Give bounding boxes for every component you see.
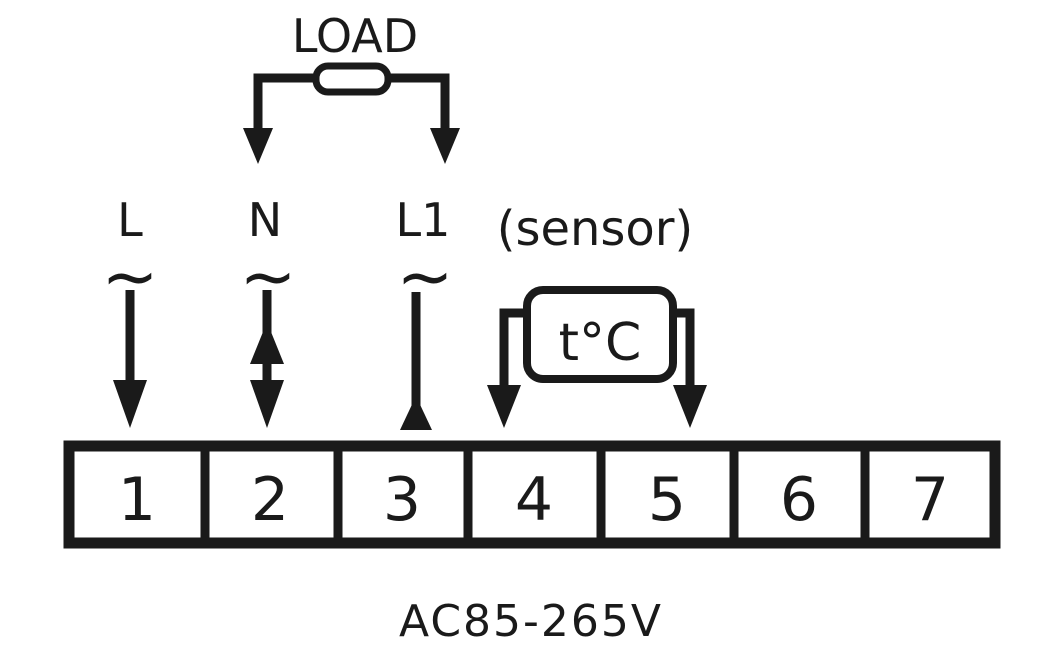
line-label: L	[117, 193, 143, 247]
line-out-wire	[400, 292, 432, 430]
terminal-2-label: 2	[251, 465, 289, 535]
voltage-label: AC85-265V	[399, 596, 663, 647]
line-arrow-down	[113, 380, 147, 428]
neutral-arrow-up	[250, 322, 284, 364]
ac-symbol-l1: ~	[397, 238, 454, 317]
line-out-label: L1	[396, 193, 451, 247]
terminal-6-label: 6	[780, 465, 818, 535]
neutral-label: N	[248, 193, 282, 247]
line-out-arrow-up	[400, 396, 432, 430]
sensor-arrow-5	[673, 385, 707, 428]
sensor-symbol: t°C	[559, 313, 642, 373]
terminal-5-label: 5	[648, 465, 686, 535]
load-arrow-l1	[430, 128, 460, 164]
terminal-4-label: 4	[515, 465, 553, 535]
neutral-wire	[250, 290, 284, 428]
sensor-arrow-4	[487, 385, 521, 428]
terminal-3-label: 3	[383, 465, 421, 535]
terminal-1-label: 1	[118, 465, 156, 535]
sensor-label: (sensor)	[497, 201, 694, 257]
line-wire	[113, 290, 147, 428]
sensor-wiring: t°C	[487, 286, 707, 428]
terminal-block: 1 2 3 4 5 6 7	[63, 440, 1001, 549]
load-wiring	[243, 62, 460, 164]
load-arrow-n	[243, 128, 273, 164]
neutral-arrow-down	[250, 380, 284, 428]
load-label: LOAD	[292, 9, 418, 63]
sensor-box	[523, 286, 677, 383]
terminal-7-label: 7	[911, 465, 949, 535]
load-resistor	[312, 62, 392, 96]
